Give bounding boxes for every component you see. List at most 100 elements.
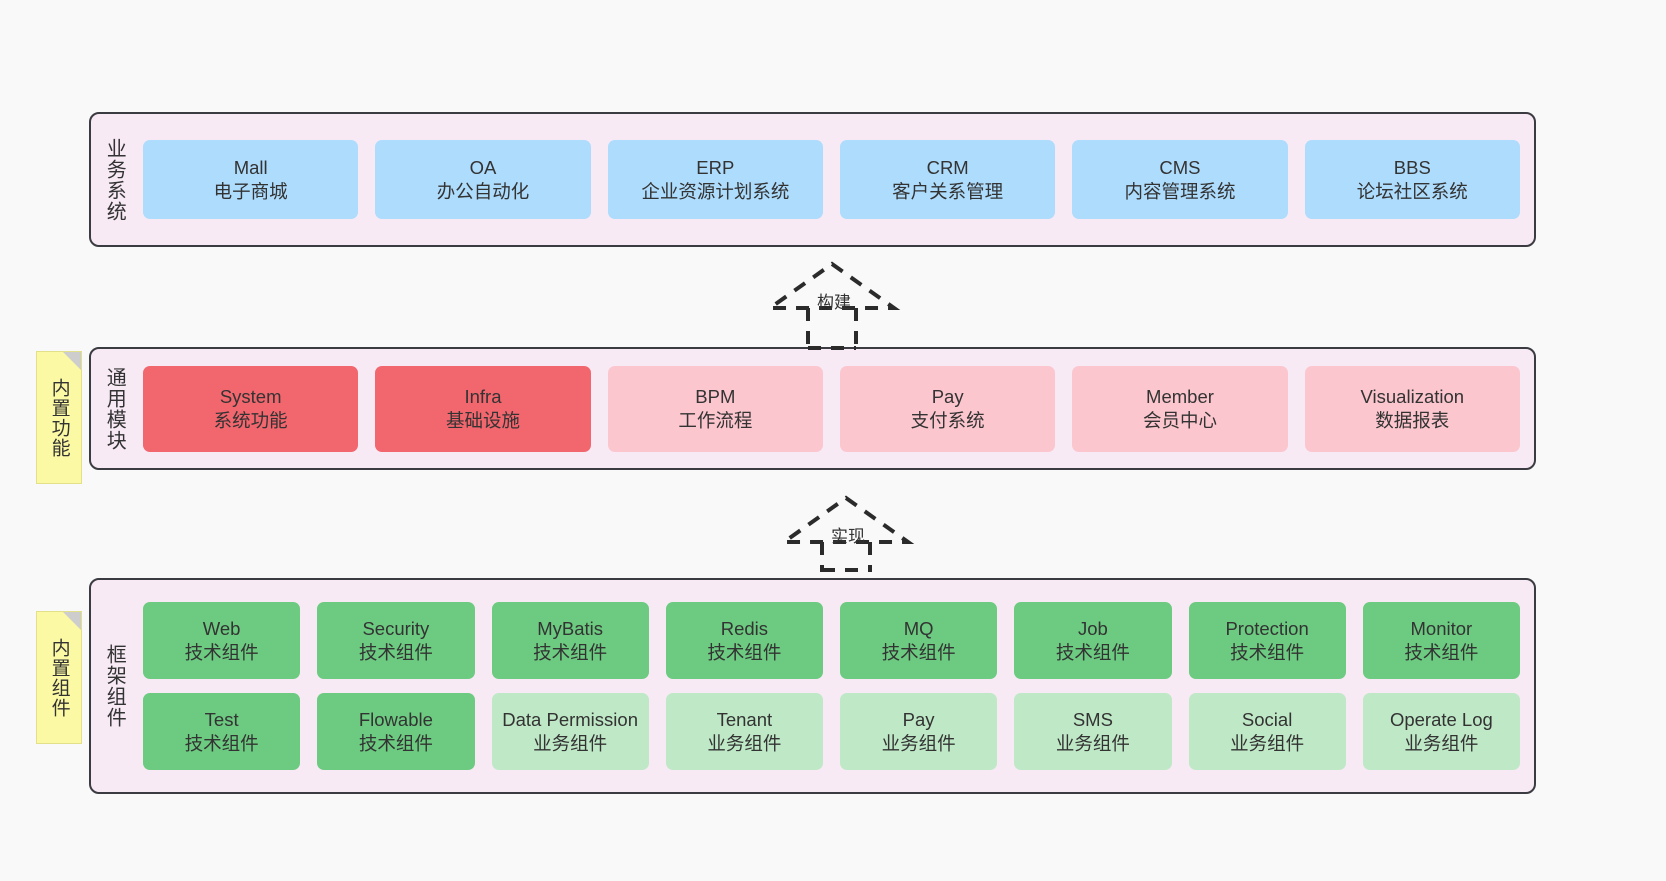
node-title-cn: 电子商城 — [213, 180, 288, 202]
node-tenant[interactable]: Tenant 业务组件 — [665, 693, 823, 770]
node-title-en: Security — [362, 617, 430, 639]
note-fold-corner-icon — [63, 352, 81, 370]
node-mall[interactable]: Mall 电子商城 — [143, 140, 359, 219]
node-title-cn: 技术组件 — [358, 732, 433, 754]
node-title-en: SMS — [1072, 708, 1113, 730]
node-title-cn: 基础设施 — [445, 409, 520, 431]
node-title-cn: 技术组件 — [184, 641, 259, 663]
node-title-en: Monitor — [1410, 617, 1473, 639]
node-row: Mall 电子商城 OA 办公自动化 ERP 企业资源计划系统 CRM 客户关系… — [143, 140, 1520, 219]
node-title-en: System — [219, 385, 282, 407]
node-redis[interactable]: Redis 技术组件 — [665, 602, 823, 679]
node-title-cn: 系统功能 — [213, 409, 288, 431]
connector-build-arrow — [752, 258, 912, 350]
node-row: Web 技术组件 Security 技术组件 MyBatis 技术组件 Redi… — [143, 602, 1520, 679]
layer-body-common-modules: System 系统功能 Infra 基础设施 BPM 工作流程 Pay 支付系统… — [137, 349, 1534, 468]
node-data-permission[interactable]: Data Permission 业务组件 — [491, 693, 649, 770]
note-fold-corner-icon — [63, 612, 81, 630]
node-row: Test 技术组件 Flowable 技术组件 Data Permission … — [143, 693, 1520, 770]
node-title-en: Operate Log — [1389, 708, 1493, 730]
node-title-en: MQ — [903, 617, 934, 639]
node-erp[interactable]: ERP 企业资源计划系统 — [607, 140, 823, 219]
connector-build-label: 构建 — [817, 293, 851, 312]
node-title-cn: 技术组件 — [184, 732, 259, 754]
node-visualization[interactable]: Visualization 数据报表 — [1304, 365, 1520, 452]
node-pay-module[interactable]: Pay 支付系统 — [839, 365, 1056, 452]
node-monitor[interactable]: Monitor 技术组件 — [1362, 602, 1520, 679]
node-infra[interactable]: Infra 基础设施 — [375, 365, 591, 452]
node-mybatis[interactable]: MyBatis 技术组件 — [491, 602, 649, 679]
node-title-en: OA — [469, 156, 497, 178]
node-title-cn: 技术组件 — [533, 641, 608, 663]
node-title-cn: 业务组件 — [881, 732, 956, 754]
node-title-cn: 技术组件 — [1055, 641, 1130, 663]
node-operate-log[interactable]: Operate Log 业务组件 — [1362, 693, 1520, 770]
layer-framework-components[interactable]: 框架组件 Web 技术组件 Security 技术组件 MyBatis 技术组件… — [89, 578, 1536, 794]
node-title-en: ERP — [696, 156, 735, 178]
connector-implement-label: 实现 — [831, 527, 865, 546]
node-social[interactable]: Social 业务组件 — [1188, 693, 1346, 770]
node-bbs[interactable]: BBS 论坛社区系统 — [1304, 140, 1520, 219]
node-security[interactable]: Security 技术组件 — [317, 602, 475, 679]
node-title-en: Tenant — [716, 708, 773, 730]
node-title-en: Mall — [233, 156, 268, 178]
node-oa[interactable]: OA 办公自动化 — [375, 140, 591, 219]
note-label: 内置组件 — [48, 637, 70, 718]
node-title-cn: 论坛社区系统 — [1356, 180, 1468, 202]
node-title-en: Social — [1241, 708, 1293, 730]
node-title-cn: 客户关系管理 — [892, 180, 1004, 202]
node-title-en: CMS — [1159, 156, 1201, 178]
node-title-cn: 技术组件 — [358, 641, 433, 663]
node-title-cn: 业务组件 — [533, 732, 608, 754]
node-title-cn: 技术组件 — [1404, 641, 1479, 663]
node-title-cn: 支付系统 — [910, 409, 985, 431]
node-title-cn: 技术组件 — [881, 641, 956, 663]
node-crm[interactable]: CRM 客户关系管理 — [839, 140, 1056, 219]
node-title-cn: 工作流程 — [678, 409, 753, 431]
node-title-cn: 办公自动化 — [436, 180, 530, 202]
layer-title-framework-components: 框架组件 — [103, 644, 126, 728]
layer-common-modules[interactable]: 通用模块 System 系统功能 Infra 基础设施 BPM 工作流程 Pay… — [89, 347, 1536, 470]
layer-body-framework-components: Web 技术组件 Security 技术组件 MyBatis 技术组件 Redi… — [137, 580, 1534, 792]
node-title-cn: 会员中心 — [1142, 409, 1217, 431]
node-title-en: BBS — [1393, 156, 1431, 178]
node-web[interactable]: Web 技术组件 — [143, 602, 301, 679]
layer-title-business-systems: 业务系统 — [103, 137, 126, 222]
node-title-en: Visualization — [1360, 385, 1465, 407]
node-sms[interactable]: SMS 业务组件 — [1014, 693, 1172, 770]
node-title-cn: 业务组件 — [1230, 732, 1305, 754]
node-title-en: Redis — [720, 617, 769, 639]
layer-body-business-systems: Mall 电子商城 OA 办公自动化 ERP 企业资源计划系统 CRM 客户关系… — [137, 114, 1534, 245]
node-title-en: Infra — [464, 385, 502, 407]
node-mq[interactable]: MQ 技术组件 — [840, 602, 998, 679]
node-title-en: Pay — [931, 385, 964, 407]
node-title-cn: 业务组件 — [707, 732, 782, 754]
node-test[interactable]: Test 技术组件 — [143, 693, 301, 770]
node-protection[interactable]: Protection 技术组件 — [1188, 602, 1346, 679]
note-builtin-components[interactable]: 内置组件 — [36, 611, 82, 744]
node-row: System 系统功能 Infra 基础设施 BPM 工作流程 Pay 支付系统… — [143, 365, 1520, 452]
node-title-en: Test — [204, 708, 239, 730]
node-title-cn: 业务组件 — [1055, 732, 1130, 754]
node-title-cn: 企业资源计划系统 — [641, 180, 790, 202]
node-member[interactable]: Member 会员中心 — [1072, 365, 1288, 452]
note-builtin-functions[interactable]: 内置功能 — [36, 351, 82, 484]
node-pay-component[interactable]: Pay 业务组件 — [840, 693, 998, 770]
layer-title-common-modules: 通用模块 — [103, 366, 126, 451]
node-title-en: Flowable — [358, 708, 433, 730]
node-cms[interactable]: CMS 内容管理系统 — [1072, 140, 1288, 219]
node-title-en: Job — [1077, 617, 1108, 639]
note-label: 内置功能 — [48, 377, 70, 458]
node-title-en: Pay — [902, 708, 935, 730]
layer-business-systems[interactable]: 业务系统 Mall 电子商城 OA 办公自动化 ERP 企业资源计划系统 CRM… — [89, 112, 1536, 247]
node-flowable[interactable]: Flowable 技术组件 — [317, 693, 475, 770]
node-title-en: Web — [202, 617, 241, 639]
node-title-en: Data Permission — [502, 708, 638, 730]
node-title-cn: 数据报表 — [1375, 409, 1450, 431]
node-title-cn: 内容管理系统 — [1124, 180, 1236, 202]
connector-implement-arrow — [766, 492, 926, 572]
node-bpm[interactable]: BPM 工作流程 — [607, 365, 823, 452]
node-system[interactable]: System 系统功能 — [143, 365, 359, 452]
node-title-en: BPM — [695, 385, 736, 407]
node-job[interactable]: Job 技术组件 — [1014, 602, 1172, 679]
